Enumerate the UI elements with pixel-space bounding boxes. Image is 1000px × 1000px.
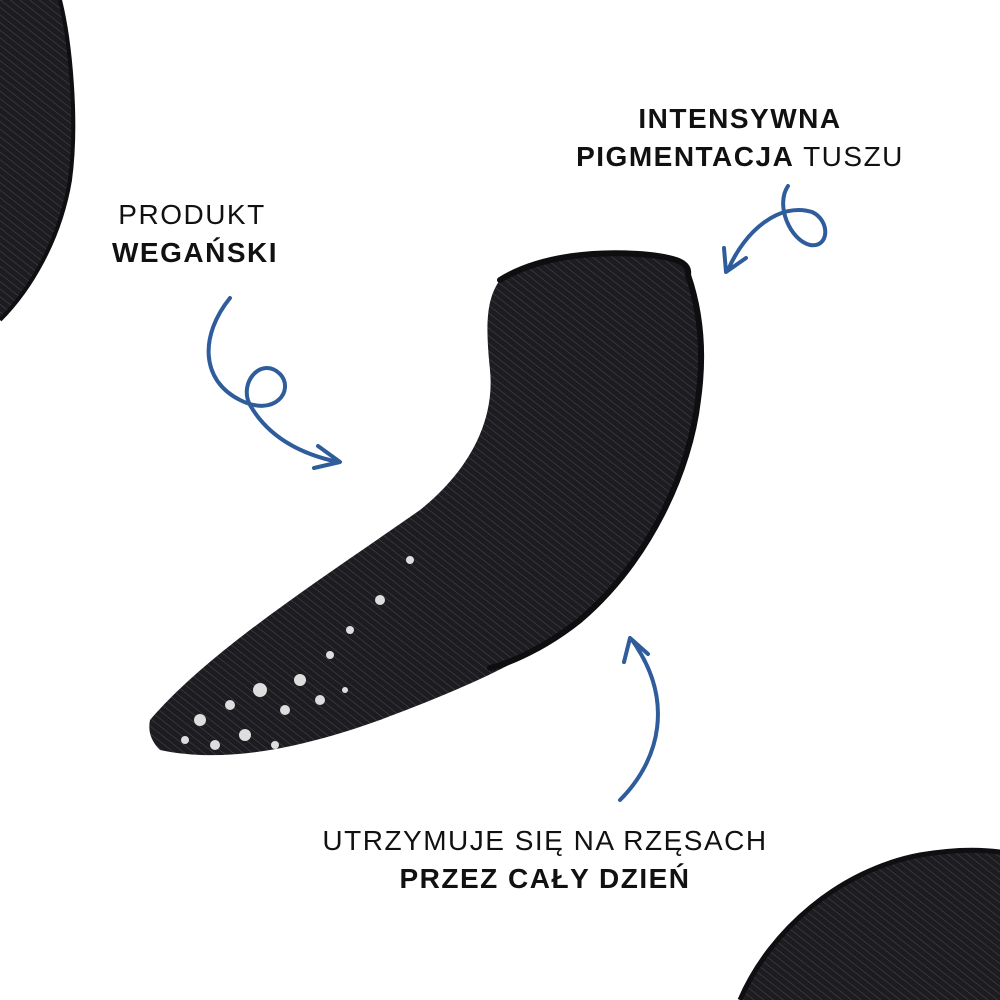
pigment-label: INTENSYWNA PIGMENTACJA TUSZU — [560, 100, 920, 176]
curly-arrow-icon — [206, 296, 342, 470]
vegan-label: PRODUKT WEGAŃSKI — [112, 196, 278, 272]
mascara-smear-top-left — [0, 0, 76, 322]
pigment-label-line2-light: TUSZU — [794, 141, 904, 172]
lasting-label-line1: UTRZYMUJE SIĘ NA RZĘSACH — [322, 825, 768, 856]
pigment-label-line1: INTENSYWNA — [638, 103, 842, 134]
lasting-label: UTRZYMUJE SIĘ NA RZĘSACH PRZEZ CAŁY DZIE… — [300, 822, 790, 898]
mascara-smear-bottom-right — [737, 847, 1000, 1000]
lasting-label-line2: PRZEZ CAŁY DZIEŃ — [399, 863, 691, 894]
pigment-label-line2-bold: PIGMENTACJA — [576, 141, 795, 172]
vegan-label-line1: PRODUKT — [118, 199, 266, 230]
vegan-label-line2: WEGAŃSKI — [112, 237, 278, 268]
curved-arrow-icon — [618, 636, 660, 802]
mascara-swatch — [149, 250, 705, 756]
pigment-label-line2: PIGMENTACJA TUSZU — [560, 138, 920, 176]
curly-arrow-icon — [722, 184, 828, 274]
